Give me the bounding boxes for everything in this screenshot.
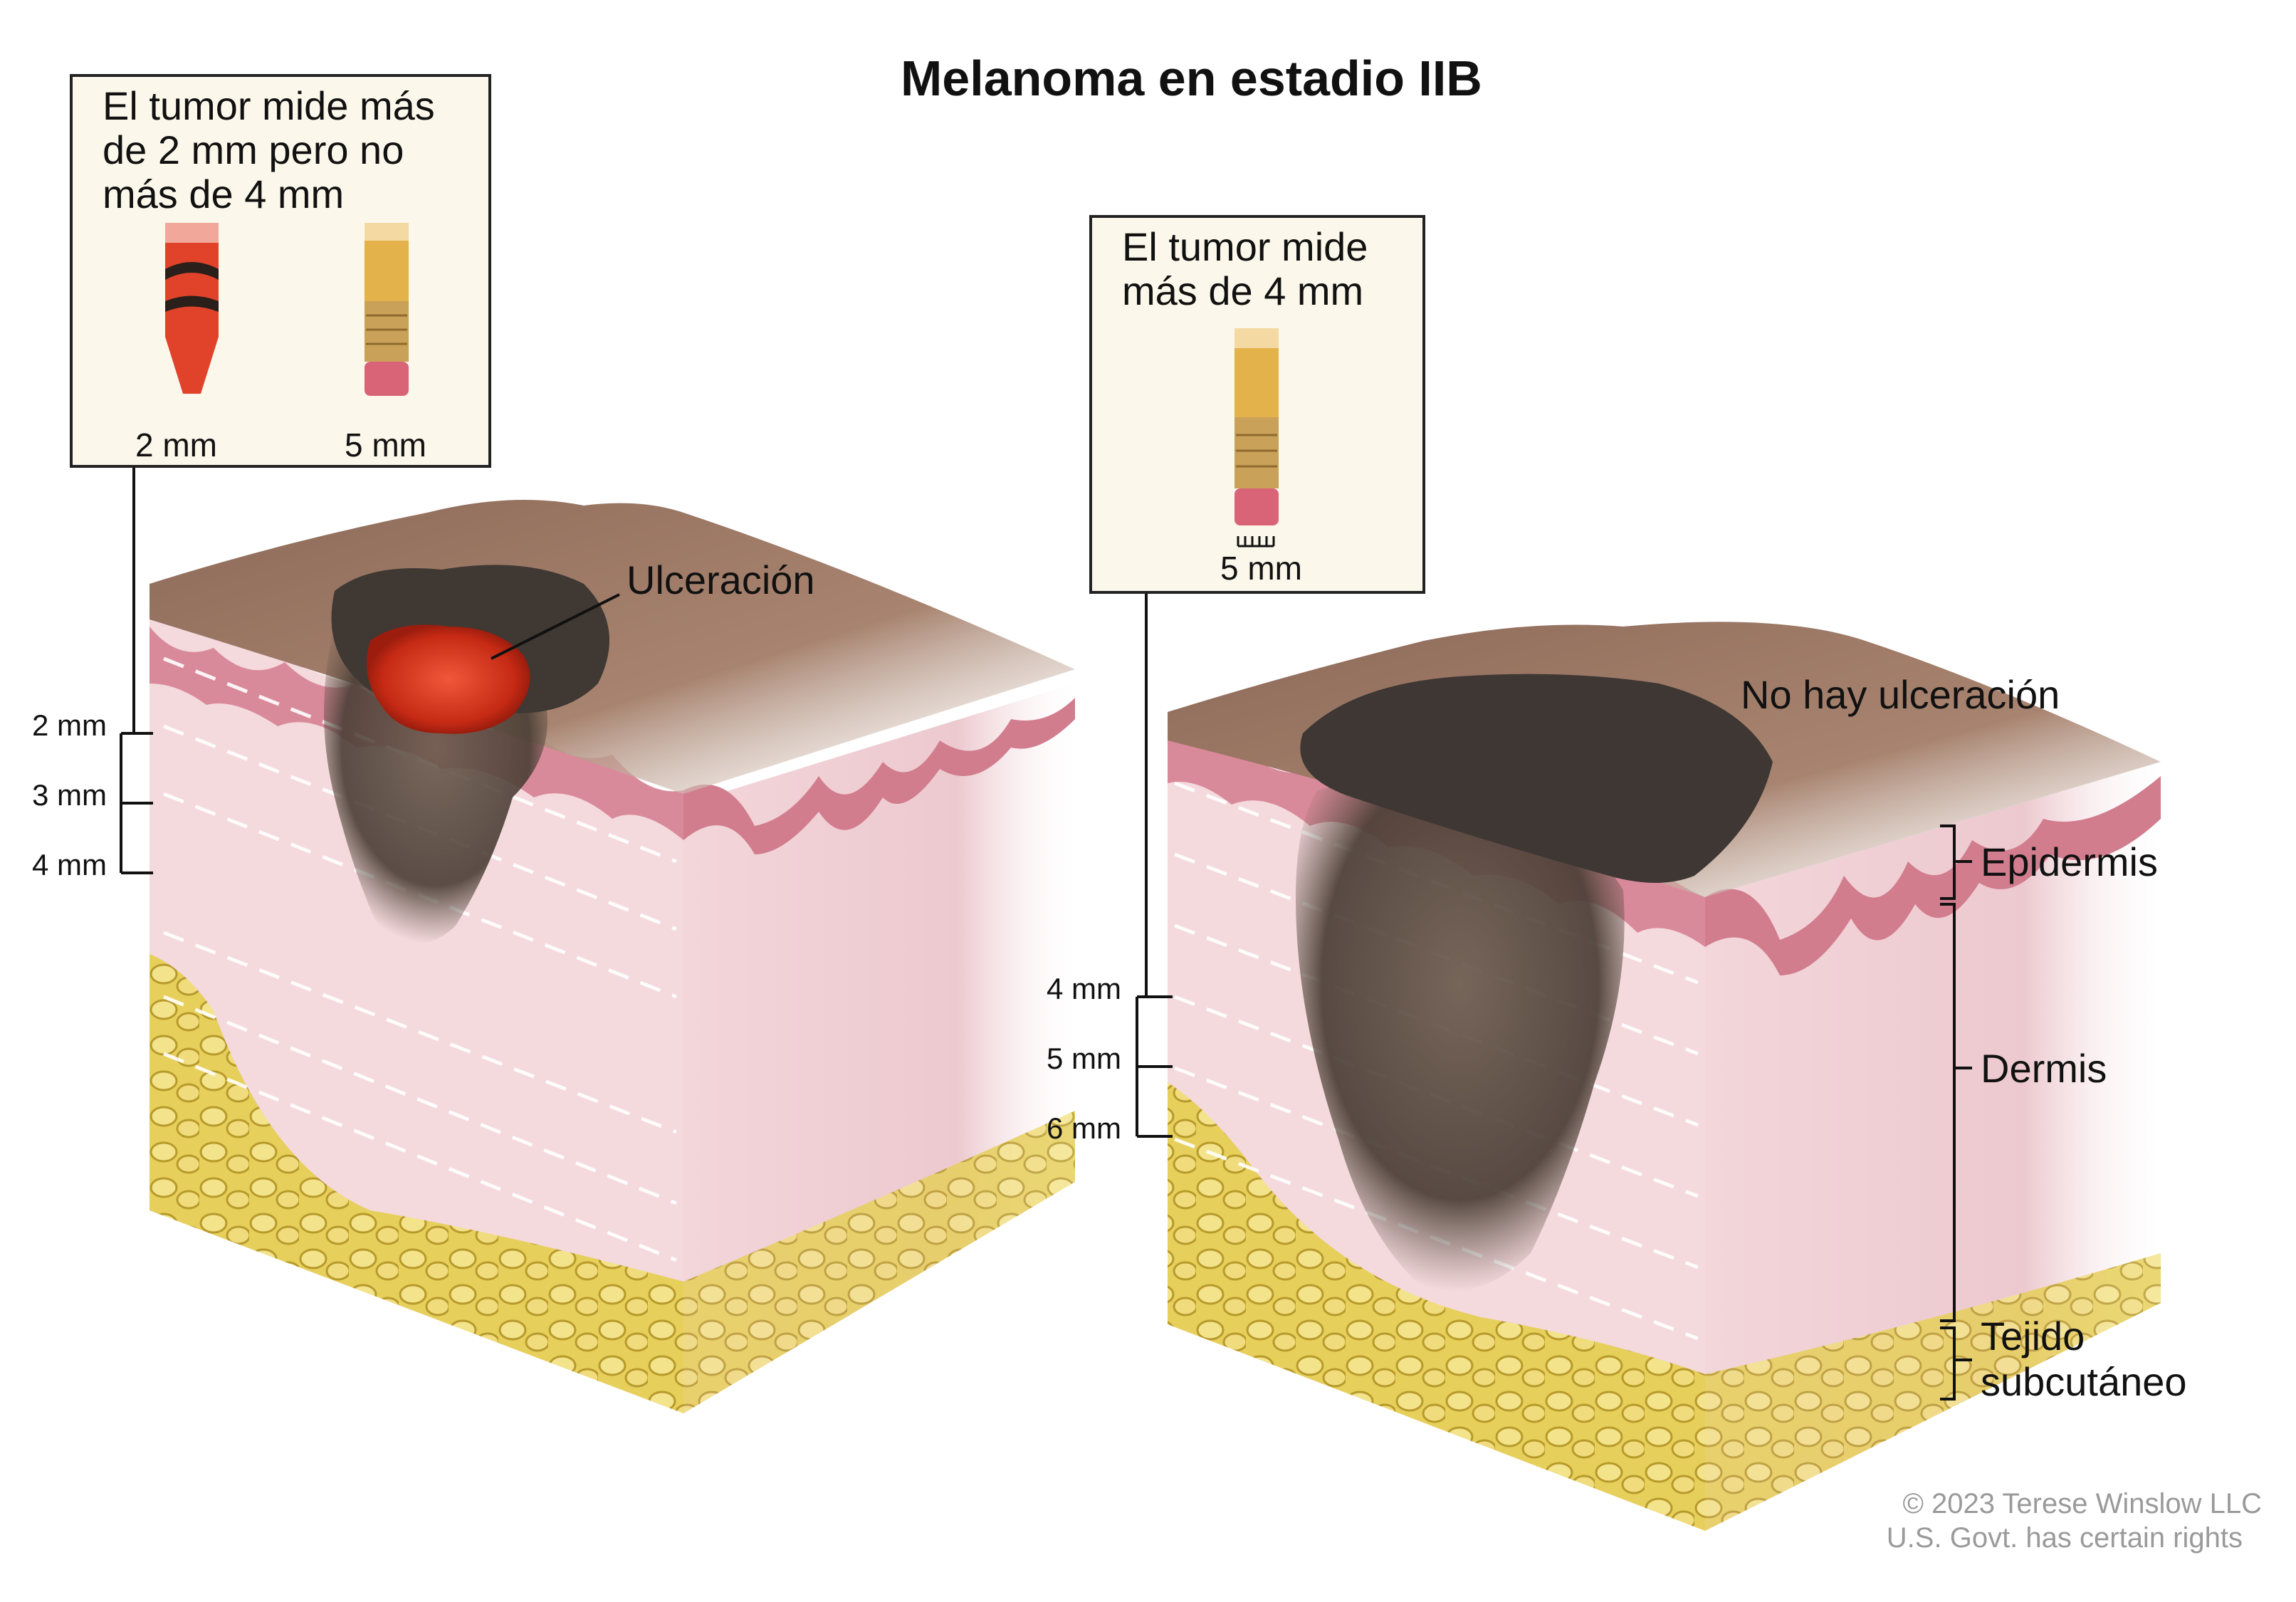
epidermis-label: Epidermis [1981, 839, 2158, 884]
subcutaneous-label: Tejido subcutáneo [1981, 1314, 2187, 1404]
right-depth-5mm: 5 mm [1047, 1042, 1121, 1075]
left-depth-3mm: 3 mm [32, 778, 107, 812]
right-depth-6mm: 6 mm [1047, 1111, 1121, 1145]
crayon-icon [165, 223, 219, 394]
crayon-scale-label: 2 mm [135, 426, 217, 464]
left-depth-4mm: 4 mm [32, 848, 107, 881]
copyright-line1: © 2023 Terese Winslow LLC [1902, 1488, 2262, 1519]
right-depth-4mm: 4 mm [1047, 972, 1121, 1005]
copyright-line2: U.S. Govt. has certain rights [1886, 1522, 2243, 1554]
ulceration [367, 624, 530, 734]
measurement-objects-left [165, 223, 409, 396]
right-pigmented-lesion [1300, 674, 1773, 883]
left-box-text: El tumor mide más de 2 mm pero no más de… [103, 83, 435, 216]
right-info-box: El tumor mide más de 4 mm 5 mm [1089, 215, 1425, 594]
pencil-icon [1235, 328, 1279, 525]
measurement-objects-right [1235, 328, 1279, 548]
dermis-label: Dermis [1981, 1046, 2107, 1091]
right-tumor-invasion [1296, 780, 1625, 1292]
layer-brackets [1940, 824, 1972, 1401]
left-depth-2mm: 2 mm [32, 708, 107, 742]
left-skin-block [150, 500, 1075, 1413]
left-depth-bracket [120, 466, 153, 874]
ulceration-label: Ulceración [627, 557, 815, 602]
pencil-scale-label-left: 5 mm [345, 426, 426, 464]
right-skin-block [1168, 622, 2161, 1531]
right-box-text: El tumor mide más de 4 mm [1122, 224, 1368, 313]
page-title: Melanoma en estadio IIB [901, 51, 1482, 106]
no-ulceration-label: No hay ulceración [1741, 672, 2060, 717]
pencil-scale-label-right: 5 mm [1220, 550, 1302, 587]
pencil-icon [365, 223, 409, 396]
left-info-box: El tumor mide más de 2 mm pero no más de… [70, 74, 491, 468]
right-depth-bracket [1136, 593, 1173, 1138]
